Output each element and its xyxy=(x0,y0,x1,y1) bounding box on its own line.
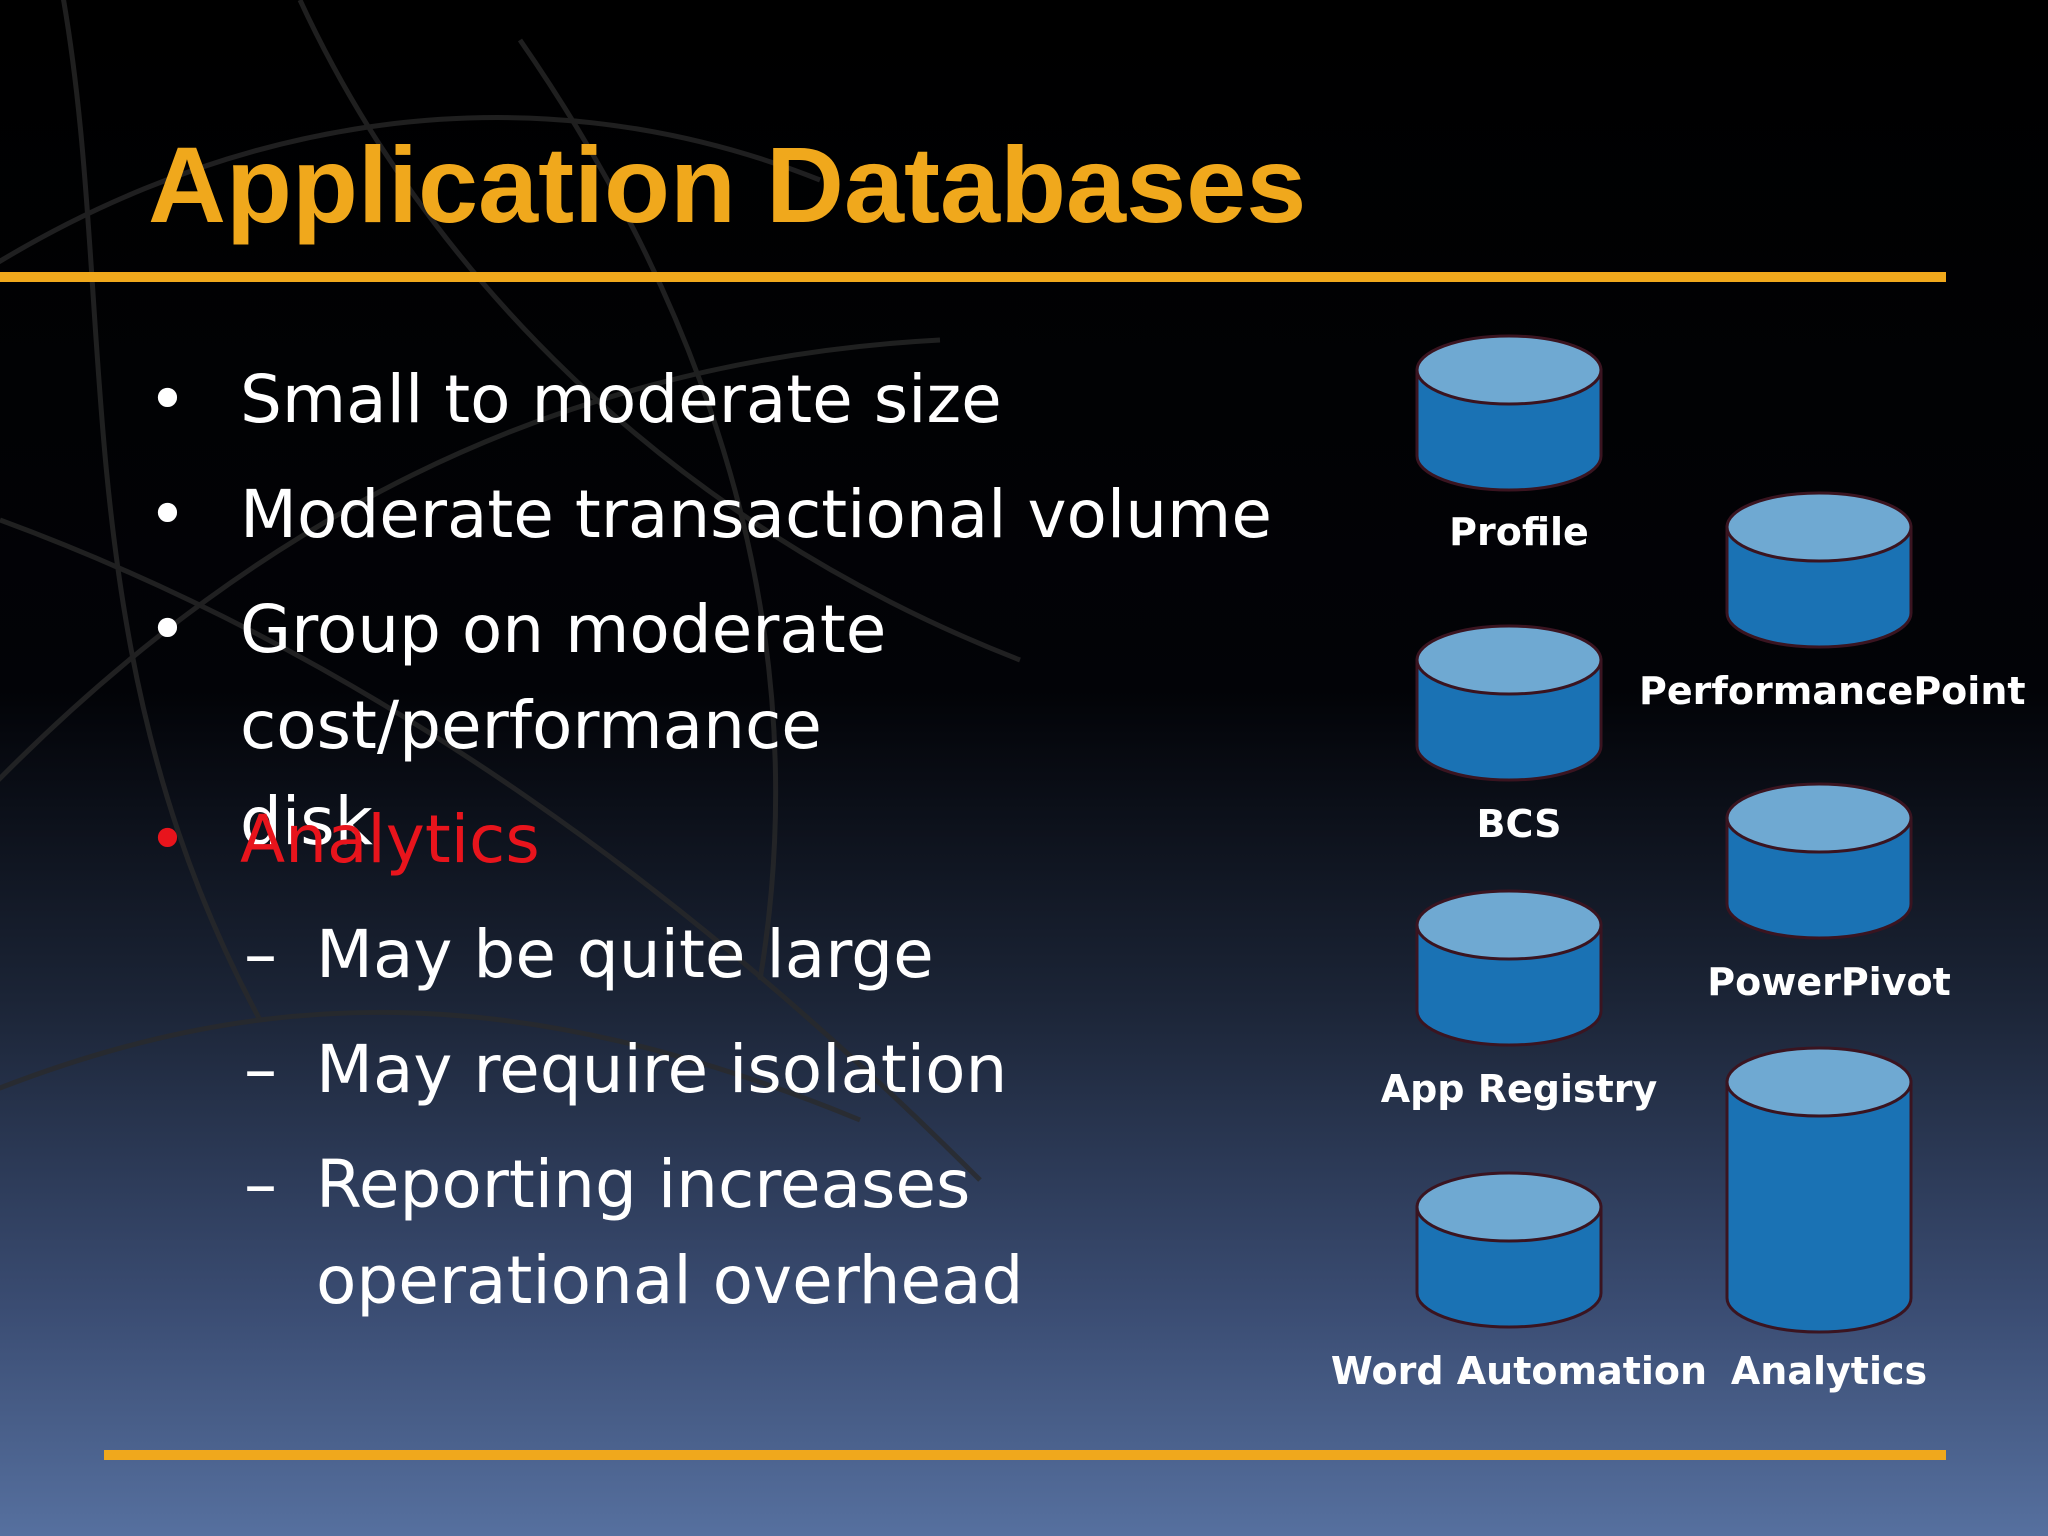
bullet-text: Moderate transactional volume xyxy=(240,476,1272,553)
title-underline-rule xyxy=(0,272,1946,282)
footer-rule xyxy=(104,1450,1946,1460)
dash-marker: – xyxy=(244,1146,277,1223)
database-label-performancepoint: PerformancePoint xyxy=(1639,669,2026,713)
database-cylinder-icon xyxy=(1415,334,1603,492)
slide-title: Application Databases xyxy=(148,124,1307,245)
database-cylinder-icon xyxy=(1415,624,1603,782)
sub-bullet-text: May be quite large xyxy=(316,916,934,993)
bullet-text: Analytics xyxy=(240,801,540,878)
sub-bullet-text: Reporting increases operational overhead xyxy=(316,1146,1024,1319)
database-label-profile: Profile xyxy=(1449,510,1589,554)
database-cylinder-icon xyxy=(1725,782,1913,940)
database-label-word-automation: Word Automation xyxy=(1330,1349,1708,1393)
database-label-analytics: Analytics xyxy=(1730,1349,1928,1393)
bullet-marker: • xyxy=(148,801,187,878)
bullet-text: Group on moderate cost/performance disk xyxy=(240,591,887,860)
bullet-text: Small to moderate size xyxy=(240,361,1002,438)
dash-marker: – xyxy=(244,916,277,993)
dash-marker: – xyxy=(244,1031,277,1108)
bullet-marker: • xyxy=(148,476,187,553)
database-cylinder-icon xyxy=(1725,491,1913,649)
bullet-marker: • xyxy=(148,361,187,438)
database-label-powerpivot: PowerPivot xyxy=(1707,960,1951,1004)
database-label-bcs: BCS xyxy=(1476,802,1562,846)
database-cylinder-icon xyxy=(1415,1171,1603,1329)
database-cylinder-icon xyxy=(1415,889,1603,1047)
bullet-marker: • xyxy=(148,591,187,668)
sub-bullet-text: May require isolation xyxy=(316,1031,1008,1108)
database-label-app-registry: App Registry xyxy=(1380,1067,1658,1111)
database-cylinder-icon xyxy=(1725,1046,1913,1334)
